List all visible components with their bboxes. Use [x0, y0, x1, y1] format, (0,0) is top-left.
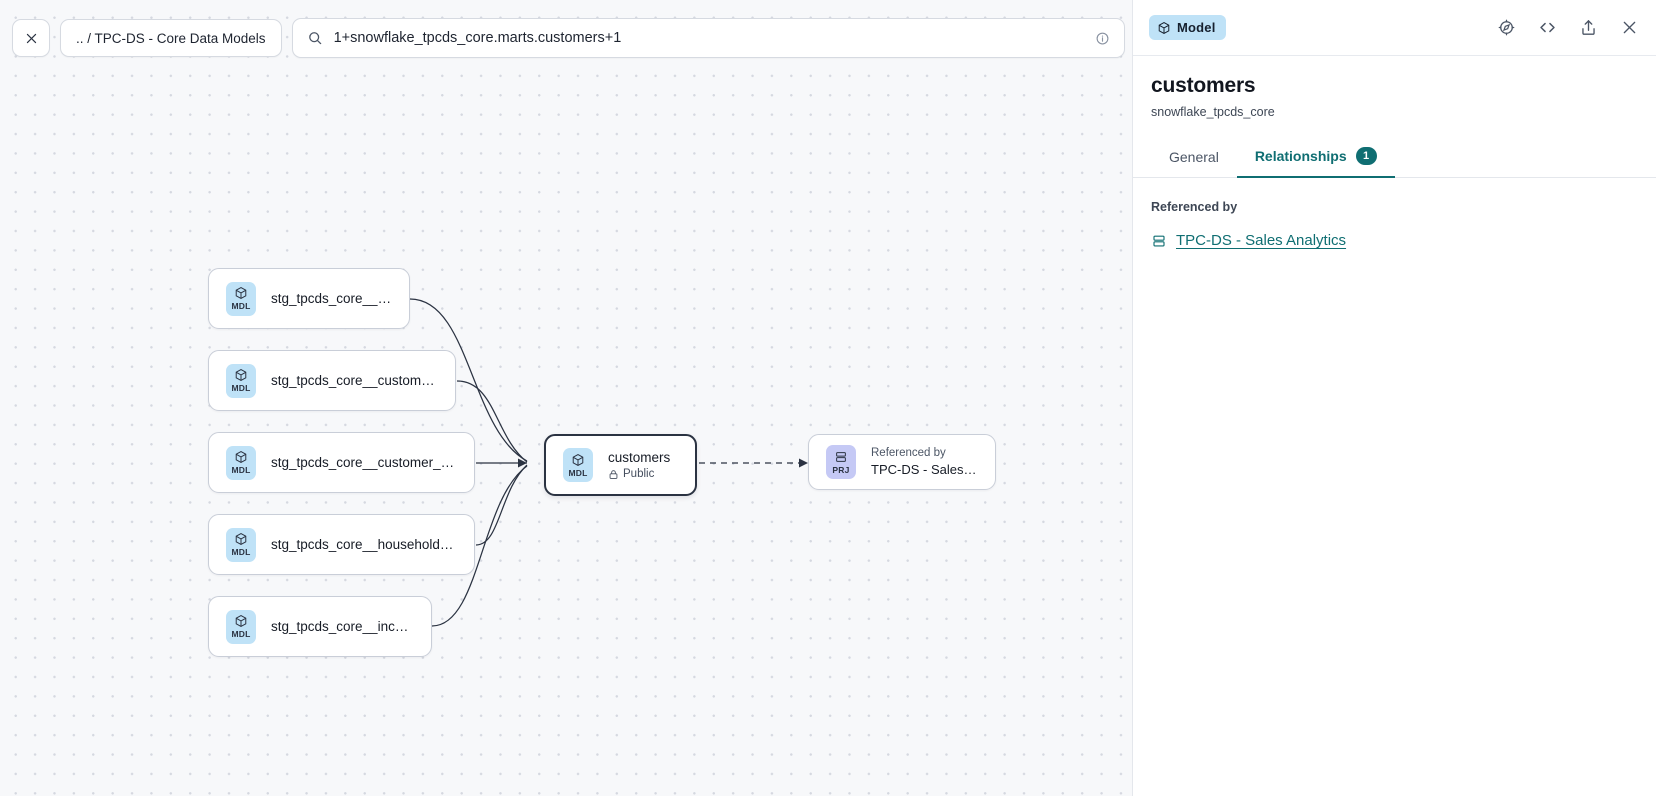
model-badge: MDL [226, 363, 256, 398]
details-panel: Model [1132, 0, 1656, 796]
entity-type-chip: Model [1149, 15, 1226, 40]
lineage-search-bar[interactable] [291, 18, 1125, 58]
model-badge-label: MDL [231, 383, 251, 393]
project-badge: PRJ [826, 445, 856, 479]
compass-icon [1498, 19, 1514, 36]
panel-body: Referenced by TPC-DS - Sales Analytics [1133, 178, 1656, 796]
tab-label: General [1169, 149, 1219, 165]
node-text: stg_tpcds_core__household_demogr… [271, 537, 457, 552]
model-badge: MDL [226, 609, 256, 644]
panel-actions [1495, 17, 1640, 39]
info-icon [1096, 32, 1109, 44]
tab-general[interactable]: General [1151, 143, 1237, 178]
explore-icon[interactable] [1495, 17, 1517, 39]
project-badge-label: PRJ [832, 464, 850, 475]
node-title: stg_tpcds_core__household_demogr… [271, 537, 457, 552]
status-badge: 1 [1355, 147, 1377, 165]
graph-node[interactable]: MDL stg_tpcds_core__income_band [208, 596, 432, 657]
graph-node[interactable]: MDL stg_tpcds_core__household_demogr… [208, 514, 475, 575]
close-icon [26, 33, 36, 43]
graph-node[interactable]: MDL stg_tpcds_core__customer_address [208, 350, 456, 411]
drawer-icon [836, 451, 846, 462]
node-title: stg_tpcds_core__customer_demogra… [271, 455, 457, 470]
cube-icon [235, 532, 247, 546]
cube-icon [235, 614, 247, 628]
node-text: stg_tpcds_core__customer [271, 291, 392, 306]
tab-label: Relationships [1254, 148, 1347, 164]
node-title: TPC-DS - Sales Analytics [871, 462, 978, 477]
share-upload-icon [1581, 20, 1595, 35]
node-text: Referenced by TPC-DS - Sales Analytics [871, 447, 978, 477]
node-visibility: Public [608, 468, 670, 480]
model-badge: MDL [226, 281, 256, 316]
node-text: stg_tpcds_core__customer_demogra… [271, 455, 457, 470]
panel-header: Model [1133, 0, 1656, 56]
graph-node-selected[interactable]: MDL customers Public [544, 434, 697, 496]
model-badge-label: MDL [231, 301, 251, 311]
cube-icon [235, 286, 247, 300]
node-title: stg_tpcds_core__customer_address [271, 373, 438, 388]
close-panel-icon[interactable] [1618, 17, 1640, 39]
graph-nodes-layer: MDL stg_tpcds_core__customer MDL stg_tpc… [208, 268, 996, 657]
node-title: stg_tpcds_core__customer [271, 291, 392, 306]
page-title: customers [1151, 74, 1256, 97]
model-badge-label: MDL [568, 467, 588, 478]
graph-node[interactable]: MDL stg_tpcds_core__customer [208, 268, 410, 329]
lineage-canvas[interactable]: MDL stg_tpcds_core__customer MDL stg_tpc… [0, 0, 1132, 796]
list-item[interactable]: TPC-DS - Sales Analytics [1151, 232, 1638, 249]
lock-icon [609, 469, 618, 479]
close-icon [1623, 21, 1635, 34]
referenced-by-label: Referenced by [1151, 200, 1238, 214]
entity-type-label: Model [1177, 20, 1216, 35]
node-visibility-label: Public [623, 468, 655, 480]
node-text: stg_tpcds_core__customer_address [271, 373, 438, 388]
page-subtitle: snowflake_tpcds_core [1151, 105, 1275, 119]
search-input[interactable] [333, 30, 1084, 46]
panel-tabs: General Relationships 1 [1133, 141, 1656, 178]
node-text: stg_tpcds_core__income_band [271, 619, 414, 634]
cube-icon [235, 368, 247, 382]
code-brackets-icon [1539, 22, 1555, 33]
model-badge: MDL [226, 527, 256, 562]
reference-link[interactable]: TPC-DS - Sales Analytics [1176, 232, 1347, 249]
node-text: customers Public [608, 450, 670, 480]
breadcrumb[interactable]: .. / TPC-DS - Core Data Models [60, 19, 282, 57]
project-icon [1153, 235, 1165, 246]
close-lineage-button[interactable] [12, 19, 50, 57]
node-title: stg_tpcds_core__income_band [271, 619, 414, 634]
model-badge-label: MDL [231, 629, 251, 639]
search-icon [308, 32, 321, 45]
model-badge-label: MDL [231, 547, 251, 557]
cube-icon [572, 453, 584, 466]
cube-icon [235, 450, 247, 464]
code-icon[interactable] [1536, 17, 1558, 39]
node-title: customers [608, 450, 671, 465]
share-icon[interactable] [1577, 17, 1599, 39]
canvas-toolbar: .. / TPC-DS - Core Data Models [12, 18, 1132, 58]
graph-node-project[interactable]: PRJ Referenced by TPC-DS - Sales Analyti… [808, 434, 996, 490]
panel-title-block: customers snowflake_tpcds_core [1133, 56, 1656, 119]
graph-node[interactable]: MDL stg_tpcds_core__customer_demogra… [208, 432, 475, 493]
model-badge-label: MDL [231, 465, 251, 475]
model-badge: MDL [226, 445, 256, 480]
cube-icon [1158, 21, 1170, 34]
model-badge: MDL [563, 448, 593, 482]
node-kicker: Referenced by [871, 447, 946, 459]
tab-relationships[interactable]: Relationships 1 [1236, 141, 1395, 178]
